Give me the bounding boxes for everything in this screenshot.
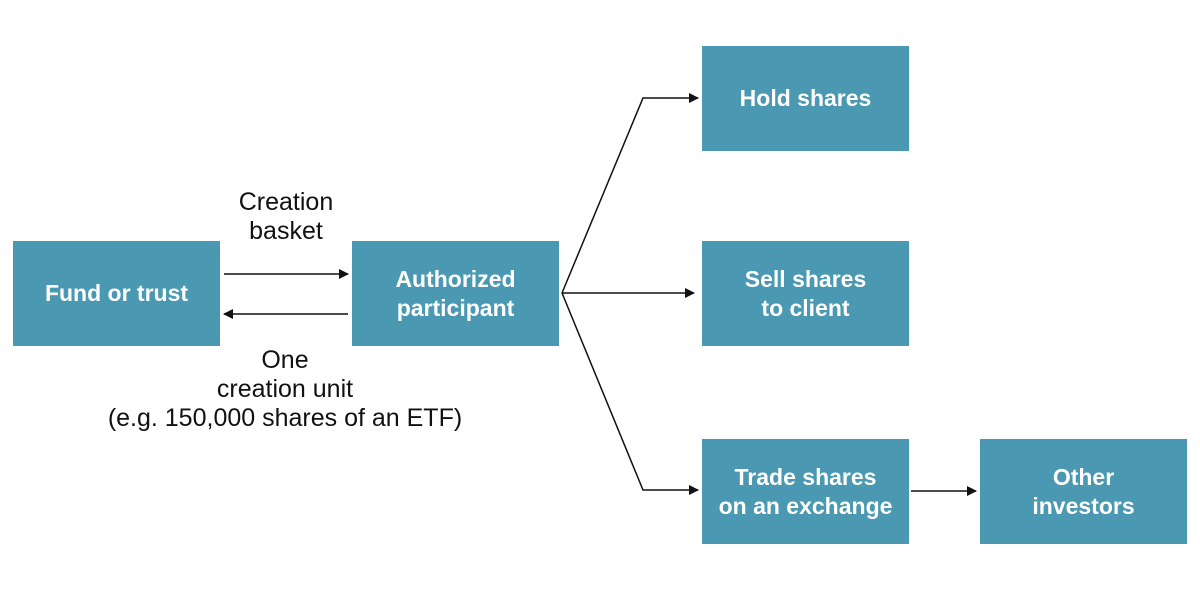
node-sell-shares: Sell shares to client bbox=[702, 241, 909, 346]
node-authorized-participant: Authorized participant bbox=[352, 241, 559, 346]
node-hold-shares: Hold shares bbox=[702, 46, 909, 151]
node-trade-shares: Trade shares on an exchange bbox=[702, 439, 909, 544]
edge-label-creation-basket: Creation basket bbox=[238, 188, 334, 245]
node-fund-or-trust: Fund or trust bbox=[13, 241, 220, 346]
arrow-ap-to-hold bbox=[561, 93, 699, 294]
node-other-investors: Other investors bbox=[980, 439, 1187, 544]
edge-label-creation-unit: One creation unit (e.g. 150,000 shares o… bbox=[107, 346, 463, 432]
arrow-ap-to-trade bbox=[561, 292, 699, 495]
